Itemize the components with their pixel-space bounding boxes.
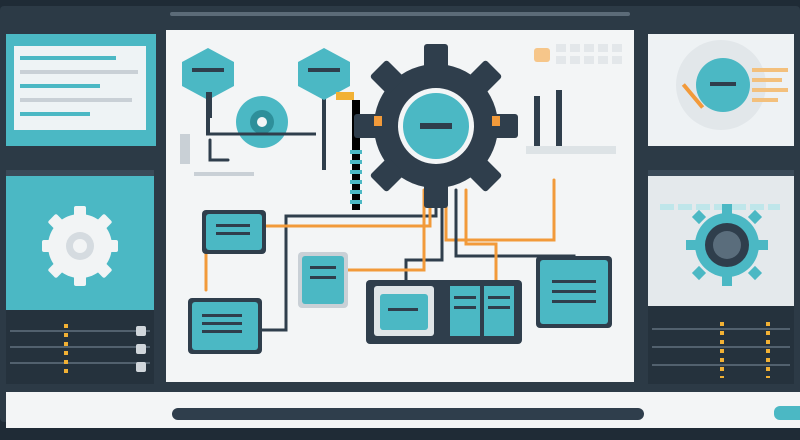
line [194, 172, 254, 176]
progress-bar [172, 408, 644, 420]
status-square [136, 362, 146, 372]
orange-indicator [720, 322, 724, 378]
shelf [526, 146, 616, 154]
orange-indicator [766, 322, 770, 378]
grid-tiles [556, 44, 622, 64]
line [752, 78, 782, 82]
status-square [136, 326, 146, 336]
orange-indicator [64, 324, 68, 378]
column [352, 100, 360, 210]
server-icon [298, 252, 348, 308]
teal-tab [774, 406, 800, 420]
divider [10, 330, 150, 332]
left-gear-panel [6, 170, 154, 310]
white-gear-icon [42, 206, 118, 286]
hexagon-node-icon [182, 48, 234, 134]
stack-icon [350, 150, 362, 204]
server-icon [202, 210, 266, 254]
divider [10, 362, 150, 364]
list-line [20, 84, 100, 88]
left-indicator-panel [6, 310, 154, 384]
server-icon [188, 298, 262, 354]
list-line [20, 112, 90, 116]
hexagon-node-icon [298, 48, 354, 170]
right-top-panel [648, 34, 794, 146]
list-line [20, 98, 132, 102]
pillar [556, 90, 562, 146]
server-icon [536, 256, 612, 328]
workflow-diagram [180, 44, 622, 354]
list-card [14, 46, 146, 130]
label-bar [710, 82, 736, 86]
line [752, 68, 788, 72]
list-line [20, 70, 138, 74]
main-gear-icon [354, 44, 518, 208]
line [752, 98, 778, 102]
right-indicator-panel [648, 306, 794, 384]
teal-gear-icon [686, 204, 768, 286]
status-square [136, 344, 146, 354]
tick-strip [660, 204, 780, 210]
line [752, 88, 788, 92]
pillar [534, 96, 540, 146]
round-node-icon [206, 96, 316, 148]
right-gear-panel [648, 170, 794, 308]
divider [10, 346, 150, 348]
left-list-panel [6, 34, 156, 146]
list-line [20, 56, 116, 60]
orange-chip [534, 48, 550, 62]
top-bar [170, 12, 630, 16]
server-rack-icon [366, 280, 522, 344]
column [180, 134, 190, 164]
